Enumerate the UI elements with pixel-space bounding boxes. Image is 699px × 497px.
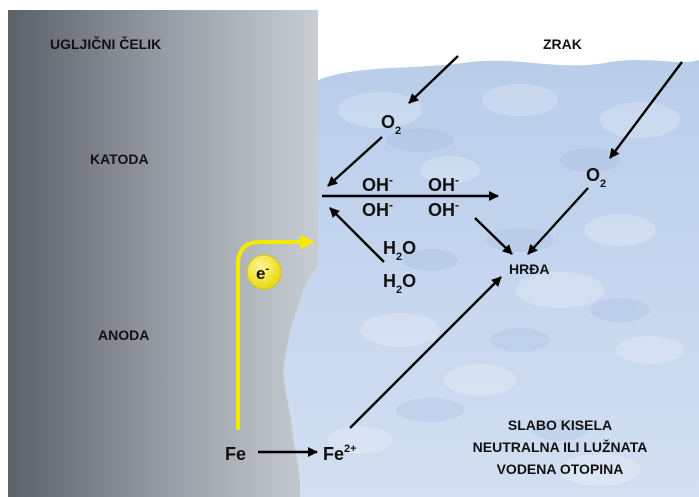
steel-label: UGLJIČNI ČELIK [50, 35, 161, 52]
arrow-air-to-oxygen-right [609, 61, 683, 159]
reaction-arrows [258, 55, 683, 458]
arrow-oxygen-to-rust [527, 187, 589, 255]
hydroxide-label-4: OH- [428, 198, 459, 220]
arrow-iron-ion-to-rust [349, 276, 502, 429]
hydroxide-label-1: OH- [362, 173, 393, 195]
rust-label: HRĐA [509, 261, 549, 277]
water-label-1: H2O [383, 238, 416, 263]
hydroxide-label-2: OH- [428, 173, 459, 195]
water-label-2: H2O [383, 271, 416, 296]
iron-label: Fe [225, 444, 246, 464]
solution-label-line3: VODENA OTOPINA [497, 461, 624, 477]
cathode-label: KATODA [90, 151, 149, 167]
solution-label-line2: NEUTRALNA ILI LUŽNATA [473, 438, 648, 455]
electron-circle [246, 254, 282, 290]
oxygen-label-upper: O2 [381, 112, 401, 137]
steel-body [8, 10, 318, 497]
oxygen-label-right: O2 [586, 165, 606, 190]
electron-label: e- [256, 263, 269, 283]
arrow-oxygen-to-cathode [327, 136, 383, 187]
arrow-air-to-oxygen [408, 55, 459, 104]
hydroxide-label-3: OH- [362, 198, 393, 220]
anode-label: ANODA [98, 327, 149, 343]
air-label: ZRAK [543, 36, 582, 52]
arrow-hydroxide-to-rust [474, 217, 513, 255]
solution-label-line1: SLABO KISELA [508, 417, 612, 433]
arrow-water-to-cathode [329, 207, 385, 263]
iron-ion-label: Fe2+ [323, 443, 357, 464]
electron-path-arrow [236, 234, 316, 430]
